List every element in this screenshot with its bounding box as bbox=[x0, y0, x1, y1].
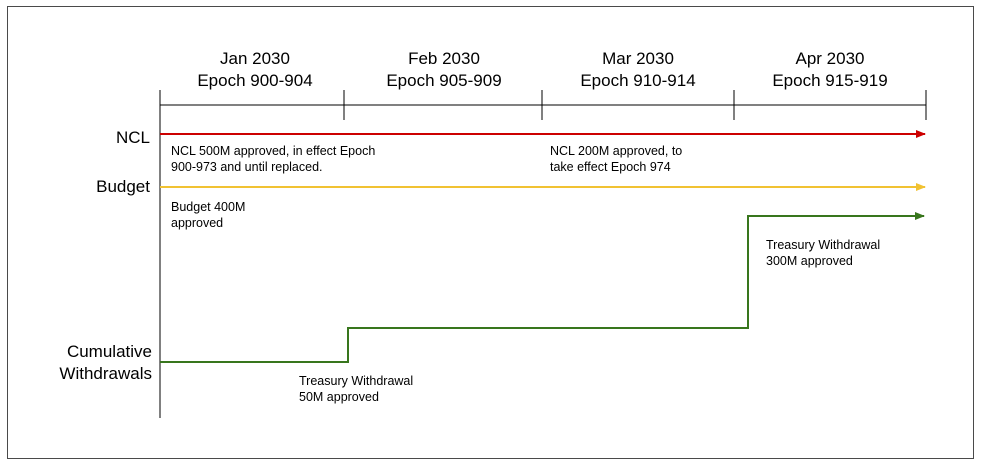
annotation-budget-400m: Budget 400M approved bbox=[171, 199, 245, 231]
diagram-frame bbox=[7, 6, 974, 459]
row-label-budget: Budget bbox=[96, 177, 150, 196]
epoch-range: Epoch 900-904 bbox=[197, 71, 313, 90]
month-name: Jan 2030 bbox=[220, 49, 290, 68]
annotation-ncl-500m: NCL 500M approved, in effect Epoch 900-9… bbox=[171, 143, 375, 175]
annotation-line: Treasury Withdrawal bbox=[299, 374, 414, 388]
annotation-treasury-withdrawal-300m: Treasury Withdrawal 300M approved bbox=[766, 237, 880, 269]
month-label-apr: Apr 2030 Epoch 915-919 bbox=[735, 48, 925, 92]
annotation-line: 300M approved bbox=[766, 254, 853, 268]
annotation-ncl-200m: NCL 200M approved, to take effect Epoch … bbox=[550, 143, 682, 175]
month-label-mar: Mar 2030 Epoch 910-914 bbox=[543, 48, 733, 92]
withdrawals-step-line bbox=[160, 212, 925, 363]
epoch-range: Epoch 910-914 bbox=[580, 71, 696, 90]
month-label-jan: Jan 2030 Epoch 900-904 bbox=[160, 48, 350, 92]
annotation-line: take effect Epoch 974 bbox=[550, 160, 671, 174]
epoch-range: Epoch 915-919 bbox=[772, 71, 888, 90]
annotation-line: 900-973 and until replaced. bbox=[171, 160, 323, 174]
annotation-line: Treasury Withdrawal bbox=[766, 238, 881, 252]
epoch-range: Epoch 905-909 bbox=[386, 71, 502, 90]
month-name: Apr 2030 bbox=[795, 49, 865, 68]
month-name: Feb 2030 bbox=[408, 49, 480, 68]
row-label-line: Cumulative bbox=[66, 342, 152, 361]
month-name: Mar 2030 bbox=[602, 49, 674, 68]
annotation-line: approved bbox=[171, 216, 224, 230]
annotation-line: 50M approved bbox=[299, 390, 379, 404]
annotation-line: NCL 200M approved, to bbox=[550, 144, 683, 158]
row-label-cumulative-withdrawals: Cumulative Withdrawals bbox=[30, 341, 152, 385]
annotation-treasury-withdrawal-50m: Treasury Withdrawal 50M approved bbox=[299, 373, 413, 405]
month-label-feb: Feb 2030 Epoch 905-909 bbox=[349, 48, 539, 92]
row-label-line: Withdrawals bbox=[59, 364, 152, 383]
annotation-line: NCL 500M approved, in effect Epoch bbox=[171, 144, 376, 158]
row-label-ncl: NCL bbox=[115, 128, 150, 147]
annotation-line: Budget 400M bbox=[171, 200, 246, 214]
